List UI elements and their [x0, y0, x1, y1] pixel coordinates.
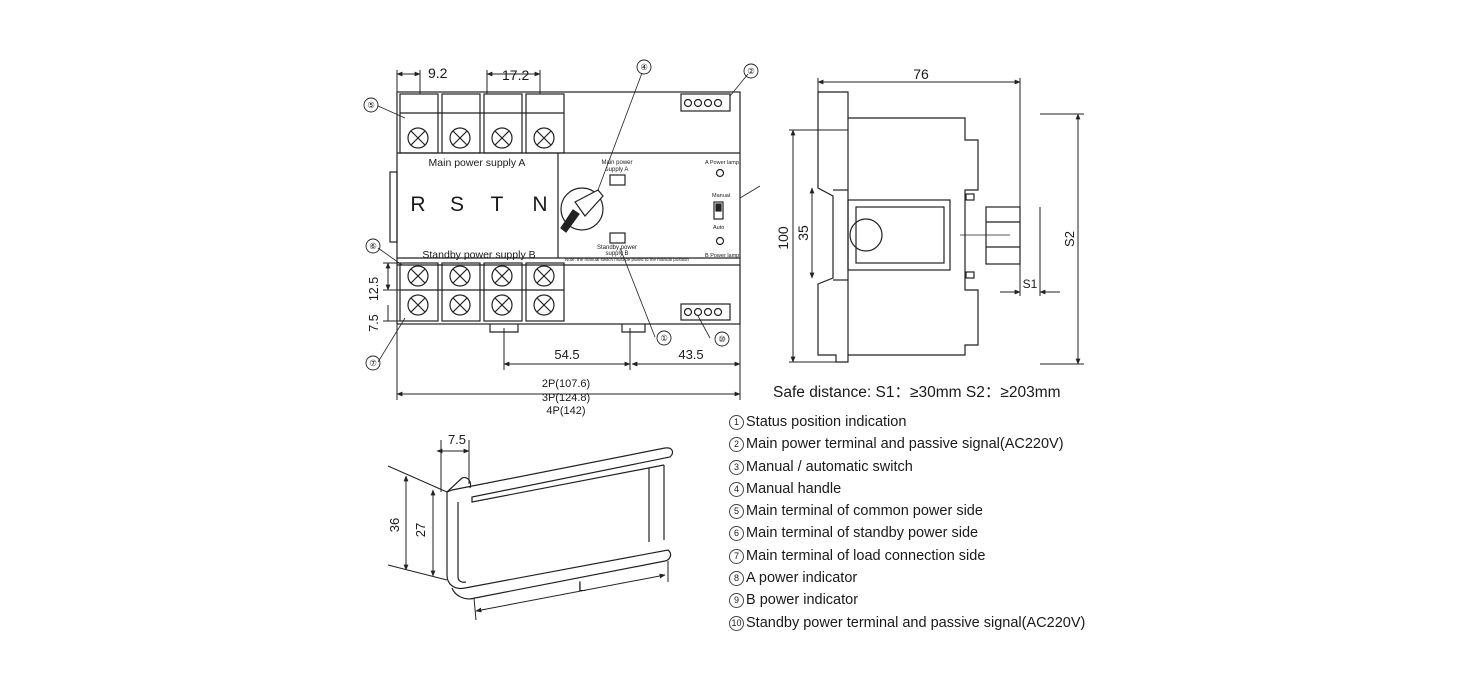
- callout-7: ⑦: [369, 358, 377, 368]
- switch-standby-line2: supply B: [605, 251, 628, 257]
- callout-4: ④: [640, 62, 648, 72]
- legend-text: Manual / automatic switch: [746, 458, 913, 475]
- dim-s1: S1: [1023, 277, 1038, 291]
- signal-terminal-bottom: [680, 303, 731, 321]
- width-4p: 4P(142): [546, 405, 585, 417]
- manual-auto-switch: [713, 201, 724, 220]
- signal-terminal-top: [680, 93, 731, 112]
- switch-main-line2: supply A: [606, 167, 629, 173]
- a-power-lamp-label: A Power lamp: [705, 160, 739, 166]
- callout-6: ⑥: [369, 241, 377, 251]
- phase-t: T: [491, 193, 504, 216]
- dim-rail-spacing: 54.5: [554, 347, 579, 362]
- legend-number: 8: [729, 571, 744, 587]
- front-view-text: 9.2 17.2 Main power supply A Standby pow…: [367, 62, 755, 417]
- safe-distance-note: Safe distance: S1：≥30mm S2：≥203mm: [773, 384, 1061, 401]
- auto-label: Auto: [713, 225, 724, 231]
- legend-text: Main terminal of standby power side: [746, 525, 979, 542]
- side-view: [789, 78, 1084, 365]
- dim-rail-inner: 27: [413, 523, 428, 537]
- legend-number: 2: [729, 437, 744, 453]
- legend-number: 3: [729, 459, 744, 475]
- rail-profile-text: 7.5 36 27 L: [387, 432, 586, 594]
- din-rail-profile: [387, 440, 674, 621]
- front-view: [363, 59, 761, 400]
- legend-number: 5: [729, 504, 744, 520]
- signal-plug: [985, 206, 1021, 265]
- dim-side-rail: 35: [795, 225, 811, 241]
- legend-number: 10: [729, 615, 744, 631]
- dim-rail-lip: 7.5: [448, 432, 466, 447]
- dim-pitch-b: 17.2: [502, 67, 529, 83]
- status-window-b: [609, 232, 626, 244]
- top-terminal-block: [399, 93, 565, 154]
- legend-text: Main terminal of common power side: [746, 503, 983, 520]
- side-view-text: 76 100 35 S2 S1: [775, 66, 1077, 291]
- b-lamp-indicator: [715, 236, 725, 246]
- legend-text: Standby power terminal and passive signa…: [746, 614, 1086, 631]
- callout-10: ⑩: [718, 334, 726, 344]
- legend-text: A power indicator: [746, 570, 858, 587]
- terminal-screw: [407, 265, 555, 316]
- callout-1: ①: [660, 333, 668, 343]
- dim-row-gap: 12.5: [367, 277, 381, 301]
- manual-note: Note: the manual switch must be pulled t…: [565, 257, 689, 262]
- b-power-lamp-label: B Power lamp: [705, 253, 739, 259]
- switch-main-line1: Main power: [601, 160, 632, 166]
- status-window-a: [609, 174, 626, 186]
- callout-markers: [363, 59, 759, 371]
- legend-number: 7: [729, 548, 744, 564]
- dim-right-span: 43.5: [678, 347, 703, 362]
- dim-edge: 7.5: [367, 314, 381, 331]
- manual-handle: [560, 187, 604, 233]
- dim-rail-height: 36: [387, 518, 402, 532]
- main-supply-label: Main power supply A: [429, 157, 526, 169]
- callout-2: ②: [747, 66, 755, 76]
- legend-number: 1: [729, 415, 744, 430]
- terminal-screw: [407, 127, 555, 149]
- phase-r: R: [410, 193, 425, 216]
- legend-text: B power indicator: [746, 592, 859, 609]
- bottom-terminal-block: [399, 262, 565, 322]
- switch-standby-line1: Standby power: [597, 245, 637, 251]
- a-lamp-indicator: [715, 168, 725, 178]
- device-profile: [817, 91, 979, 363]
- dim-side-width: 76: [913, 66, 929, 82]
- width-3p: 3P(124.8): [542, 392, 590, 404]
- device-outline: [396, 91, 741, 325]
- legend-number: 9: [729, 593, 744, 609]
- handle-side: [849, 218, 883, 252]
- width-2p: 2P(107.6): [542, 378, 590, 390]
- phase-s: S: [450, 193, 464, 216]
- dim-pitch-a: 9.2: [428, 65, 448, 81]
- manual-label: Manual: [712, 193, 730, 199]
- phase-n: N: [532, 193, 547, 216]
- callout-5: ⑤: [367, 100, 375, 110]
- dim-rail-length: L: [578, 578, 586, 594]
- legend-number: 6: [729, 526, 744, 542]
- dim-side-height: 100: [775, 226, 791, 250]
- legend-text: Main power terminal and passive signal(A…: [746, 436, 1064, 453]
- legend-text: Manual handle: [746, 480, 842, 497]
- legend-text: Status position indication: [746, 414, 907, 430]
- legend-number: 4: [729, 481, 744, 497]
- legend-text: Main terminal of load connection side: [746, 547, 986, 564]
- dim-s2: S2: [1062, 231, 1077, 247]
- standby-supply-label: Standby power supply B: [422, 249, 535, 261]
